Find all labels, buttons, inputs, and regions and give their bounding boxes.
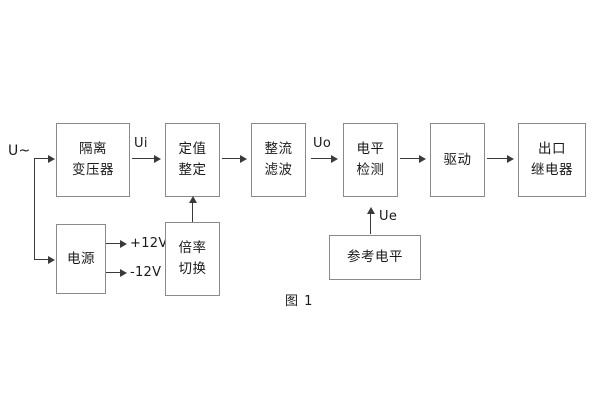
signal-ue-line	[370, 214, 372, 234]
block-level-detection-line-1: 电平	[356, 141, 385, 158]
setting-to-rectifier-arrow-icon	[240, 154, 247, 163]
rail-negative-label: -12V	[130, 265, 162, 280]
block-level-detection-line-2: 检测	[356, 162, 385, 178]
driver-to-relay-line	[487, 158, 509, 160]
rail-negative-line	[106, 272, 122, 274]
block-driver[interactable]: 驱动	[430, 123, 485, 197]
branch-to-power-supply-line	[34, 259, 50, 261]
signal-ui-label: Ui	[134, 136, 148, 151]
branch-to-transformer-line	[34, 158, 50, 160]
signal-ue-arrow-icon	[366, 207, 375, 214]
driver-to-relay-arrow-icon	[507, 154, 514, 163]
block-output-relay[interactable]: 出口 继电器	[518, 123, 586, 197]
figure-caption: 图 1	[285, 294, 314, 309]
branch-to-transformer-arrow-icon	[48, 154, 55, 163]
input-voltage-label: U~	[8, 143, 31, 159]
signal-uo-line	[311, 158, 333, 160]
multiplier-to-setting-arrow-icon	[188, 196, 197, 203]
signal-ue-label: Ue	[379, 209, 398, 224]
block-driver-line-1: 驱动	[443, 151, 472, 168]
block-rectifier-filter[interactable]: 整流 滤波	[251, 123, 306, 197]
block-isolation-transformer-line-2: 变压器	[72, 162, 114, 178]
block-power-supply-line-1: 电源	[67, 250, 95, 267]
block-reference-level-line-1: 参考电平	[347, 249, 403, 266]
branch-to-power-supply-arrow-icon	[48, 255, 55, 264]
block-power-supply[interactable]: 电源	[56, 224, 106, 294]
rail-positive-arrow-icon	[120, 239, 127, 248]
block-isolation-transformer[interactable]: 隔离 变压器	[56, 123, 130, 197]
block-output-relay-line-2: 继电器	[531, 162, 573, 178]
signal-uo-label: Uo	[313, 136, 332, 151]
level-to-driver-arrow-icon	[419, 154, 426, 163]
block-setting-value-line-2: 整定	[178, 162, 207, 178]
level-to-driver-line	[400, 158, 421, 160]
signal-ui-arrow-icon	[154, 154, 161, 163]
block-multiplier-switch[interactable]: 倍率 切换	[165, 222, 220, 296]
rail-positive-line	[106, 243, 122, 245]
block-output-relay-line-1: 出口	[538, 141, 566, 158]
block-level-detection[interactable]: 电平 检测	[343, 123, 398, 197]
block-reference-level[interactable]: 参考电平	[329, 235, 421, 280]
block-rectifier-filter-line-2: 滤波	[264, 162, 293, 178]
setting-to-rectifier-line	[222, 158, 242, 160]
block-isolation-transformer-line-1: 隔离	[79, 141, 107, 158]
input-bus-trunk	[34, 158, 36, 260]
signal-uo-arrow-icon	[331, 154, 338, 163]
block-setting-value-line-1: 定值	[178, 141, 207, 158]
block-rectifier-filter-line-1: 整流	[264, 141, 293, 158]
rail-positive-label: +12V	[130, 236, 168, 251]
block-multiplier-switch-line-2: 切换	[178, 261, 207, 277]
block-setting-value[interactable]: 定值 整定	[165, 123, 220, 197]
signal-ui-line	[132, 158, 156, 160]
rail-negative-arrow-icon	[120, 268, 127, 277]
block-multiplier-switch-line-1: 倍率	[178, 240, 207, 257]
multiplier-to-setting-line	[192, 203, 194, 222]
